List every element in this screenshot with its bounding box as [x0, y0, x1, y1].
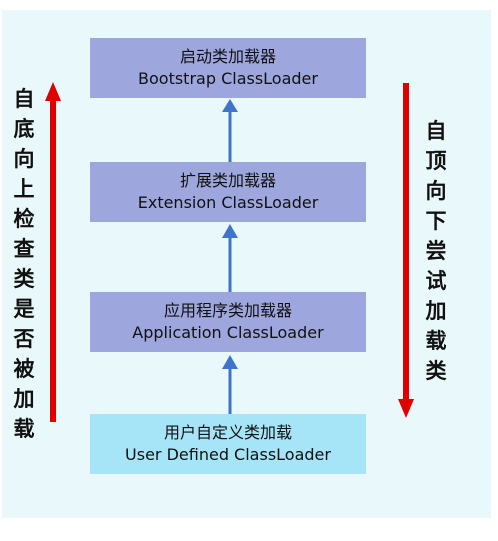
vertical-label-glyph: 自	[425, 118, 447, 143]
vertical-label-glyph: 向	[425, 178, 447, 203]
right-downward-red-arrow	[398, 83, 414, 418]
connector-arrow-application-to-extension	[222, 224, 238, 292]
vertical-label-glyph: 底	[13, 116, 35, 141]
vertical-label-glyph: 下	[425, 208, 447, 233]
user-defined-classloader-en-label: User Defined ClassLoader	[125, 445, 331, 464]
application-classloader-en-label: Application ClassLoader	[132, 323, 324, 342]
connector-arrow-extension-to-bootstrap	[222, 99, 238, 162]
vertical-label-glyph: 加	[425, 298, 447, 323]
extension-classloader-cn-label: 扩展类加载器	[179, 171, 276, 190]
application-classloader-cn-label: 应用程序类加载器	[163, 301, 292, 320]
vertical-label-glyph: 自	[13, 86, 35, 111]
vertical-label-glyph: 检	[13, 206, 35, 231]
vertical-label-glyph: 被	[13, 356, 35, 381]
vertical-label-glyph: 向	[13, 146, 35, 171]
vertical-label-glyph: 载	[425, 328, 447, 353]
vertical-label-glyph: 尝	[425, 238, 447, 263]
vertical-label-glyph: 是	[13, 296, 35, 321]
vertical-label-glyph: 载	[13, 416, 35, 441]
bootstrap-classloader-cn-label: 启动类加载器	[179, 47, 276, 66]
right-vertical-label: 自顶向下尝试加载类	[422, 116, 450, 386]
application-classloader-box: 应用程序类加载器 Application ClassLoader	[90, 292, 366, 352]
vertical-label-glyph: 查	[13, 236, 35, 261]
bootstrap-classloader-en-label: Bootstrap ClassLoader	[138, 69, 318, 88]
connector-arrow-user-to-application	[222, 355, 238, 414]
bootstrap-classloader-box: 启动类加载器 Bootstrap ClassLoader	[90, 38, 366, 98]
vertical-label-glyph: 类	[13, 266, 35, 291]
vertical-label-glyph: 试	[425, 268, 447, 293]
extension-classloader-en-label: Extension ClassLoader	[137, 193, 319, 212]
vertical-label-glyph: 顶	[425, 148, 447, 173]
vertical-label-glyph: 上	[13, 176, 35, 201]
vertical-label-glyph: 类	[425, 358, 447, 383]
user-defined-classloader-cn-label: 用户自定义类加载	[163, 423, 292, 442]
user-defined-classloader-box: 用户自定义类加载 User Defined ClassLoader	[90, 414, 366, 474]
left-vertical-label: 自底向上检查类是否被加载	[10, 84, 38, 444]
vertical-label-glyph: 加	[13, 386, 35, 411]
left-upward-red-arrow	[45, 82, 61, 422]
vertical-label-glyph: 否	[13, 326, 35, 351]
extension-classloader-box: 扩展类加载器 Extension ClassLoader	[90, 162, 366, 222]
